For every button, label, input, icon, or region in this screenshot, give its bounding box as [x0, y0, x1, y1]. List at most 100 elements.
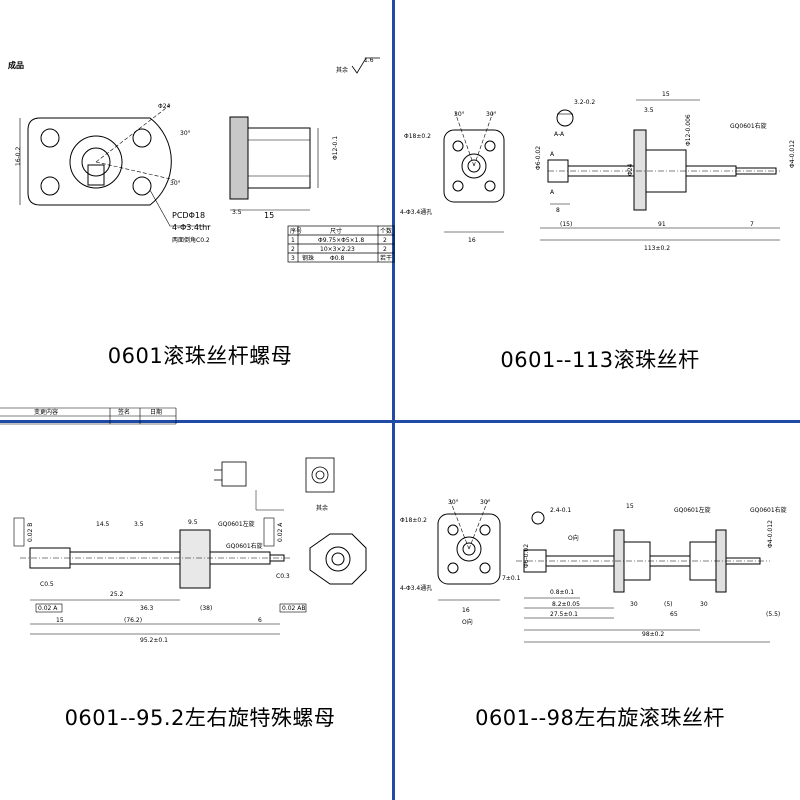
dim-angle2: 30° — [170, 180, 181, 187]
dim-l36: 36.3 — [140, 605, 154, 612]
dim-l6: 6 — [258, 617, 262, 624]
label-aa: A-A — [554, 131, 565, 138]
dim-d35: 3.5 — [644, 107, 654, 114]
dim-l15: 15 — [56, 617, 64, 624]
dim-angle-left: 30° — [448, 499, 459, 506]
dim-d6: Φ6-0.02 — [535, 146, 542, 170]
dim-l35a: 3.5 — [134, 521, 144, 528]
dim-d91: 91 — [658, 221, 666, 228]
dim-d30a: 30 — [630, 601, 638, 608]
dim-d15: 15 — [662, 91, 670, 98]
horizontal-divider — [0, 420, 800, 423]
dim-d18: Φ18±0.2 — [404, 133, 431, 140]
revision-header — [0, 407, 177, 425]
tolerance-frames — [13, 517, 307, 613]
label-a-bottom: A — [550, 189, 555, 196]
dim-l252: 25.2 — [110, 591, 124, 598]
panel-caption: 0601--113滚珠丝杆 — [500, 348, 700, 372]
dim-l95: 9.5 — [188, 519, 198, 526]
header-change: 变更内容 — [34, 408, 58, 416]
dim-holes: 4-Φ3.4通孔 — [400, 208, 432, 216]
label-thread: GQ0601右旋 — [730, 122, 767, 130]
panel-ball-nut: 成品 其余 1.6 16-0.2 Φ24 30° 30° PCDΦ18 4-Φ3… — [0, 0, 400, 400]
dim-chamfer: 两面倒角C0.2 — [172, 236, 210, 244]
dim-d82: 8.2±0.05 — [552, 601, 580, 608]
dim-d08: 0.8±0.1 — [550, 589, 574, 596]
dim-angle-left: 30° — [454, 111, 465, 118]
nut-side-view — [229, 116, 319, 211]
panel-caption: 0601--95.2左右旋特殊螺母 — [64, 706, 336, 730]
header-date: 日期 — [150, 408, 162, 416]
flange-end-view — [437, 499, 501, 601]
flange-end-view — [443, 111, 505, 233]
roughness-value: 1.6 — [364, 57, 374, 64]
table-row1-size: Φ9.75×Φ5×1.8 — [318, 237, 364, 244]
screw-side-view — [516, 511, 770, 643]
panel-caption: 0601滚珠丝杆螺母 — [107, 344, 293, 368]
tol-ab: 0.02 AB — [282, 605, 306, 612]
dim-pcd: PCDΦ18 — [172, 211, 205, 220]
label-thread-right: GQ0601右旋 — [750, 506, 787, 514]
panel-ball-screw-113: 30° 30° Φ18±0.2 4-Φ3.4通孔 16 3.2-0.2 A-A … — [400, 0, 800, 400]
dim-d113: 113±0.2 — [644, 245, 670, 252]
label-orient: O向 — [462, 618, 473, 626]
tol-a2: 0.02 A — [277, 522, 284, 542]
dim-d15: 15 — [626, 503, 634, 510]
dim-holes: 4-Φ3.4thr — [172, 223, 211, 232]
panel-caption: 0601--98左右旋滚珠丝杆 — [475, 706, 725, 730]
corner-label: 成品 — [8, 60, 24, 70]
dim-dia12: Φ12-0.1 — [332, 136, 339, 160]
dim-d5: (5) — [664, 601, 673, 608]
table-row3-count: 若干 — [380, 254, 392, 262]
dim-d30b: 30 — [700, 601, 708, 608]
dim-l38: (38) — [200, 605, 212, 612]
label-ref: 其余 — [316, 504, 328, 512]
dim-angle1: 30° — [180, 130, 191, 137]
panel-special-nut: 变更内容 签名 日期 — [0, 400, 400, 800]
screw-side-view — [540, 99, 780, 241]
dim-angle-right: 30° — [480, 499, 491, 506]
detail-top — [214, 457, 335, 511]
dim-d8: 8 — [556, 207, 560, 214]
tol-b: 0.02 B — [27, 523, 34, 542]
dim-height: 16-0.2 — [15, 146, 22, 166]
section-aa — [556, 109, 574, 127]
roughness-label: 其余 — [336, 66, 348, 74]
dim-d15p: (15) — [560, 221, 572, 228]
special-nut-drawing: 变更内容 签名 日期 — [0, 407, 367, 644]
dim-d6: Φ6-0.02 — [523, 544, 530, 568]
dim-holes: 4-Φ3.4通孔 — [400, 584, 432, 592]
table-row2-index: 2 — [291, 246, 295, 253]
shaft-view — [20, 529, 290, 635]
label-thread-left: GQ0601左旋 — [674, 506, 711, 514]
dim-len15: 15 — [264, 211, 274, 220]
roughness-symbol — [351, 57, 380, 74]
dim-d98: 98±0.2 — [642, 631, 664, 638]
table-header-count: 个数 — [380, 227, 392, 235]
table-header-index: 序号 — [290, 227, 302, 235]
dim-len35: 3.5 — [232, 209, 242, 216]
dim-l145: 14.5 — [96, 521, 110, 528]
dim-d32: 3.2-0.2 — [574, 99, 595, 106]
table-row1-count: 2 — [383, 237, 387, 244]
dim-c03: C0.3 — [276, 573, 290, 580]
dim-d65: 65 — [670, 611, 678, 618]
dim-d16: 16 — [468, 237, 476, 244]
dim-d7: 7±0.1 — [502, 575, 521, 582]
tol-a: 0.02 A — [38, 605, 58, 612]
flange-front-view — [19, 104, 210, 227]
dim-l76: (76.2) — [124, 617, 142, 624]
nut-end-view — [309, 533, 367, 585]
table-row2-count: 2 — [383, 246, 387, 253]
table-row3-size: Φ0.8 — [330, 255, 344, 262]
panel-ball-screw-98: 30° 30° Φ18±0.2 4-Φ3.4通孔 16 O向 2.4-0.1 1… — [400, 400, 800, 800]
table-row3-name: 钢珠 — [302, 254, 314, 262]
vertical-divider — [392, 0, 395, 800]
table-row2-size: 10×3×2.23 — [320, 246, 355, 253]
table-row3-index: 3 — [291, 255, 295, 262]
dim-d275: 27.5±0.1 — [550, 611, 578, 618]
dim-bore: Φ24 — [158, 103, 171, 110]
spec-table — [287, 225, 395, 263]
dim-d55: (5.5) — [766, 611, 780, 618]
dim-d7: 7 — [750, 221, 754, 228]
